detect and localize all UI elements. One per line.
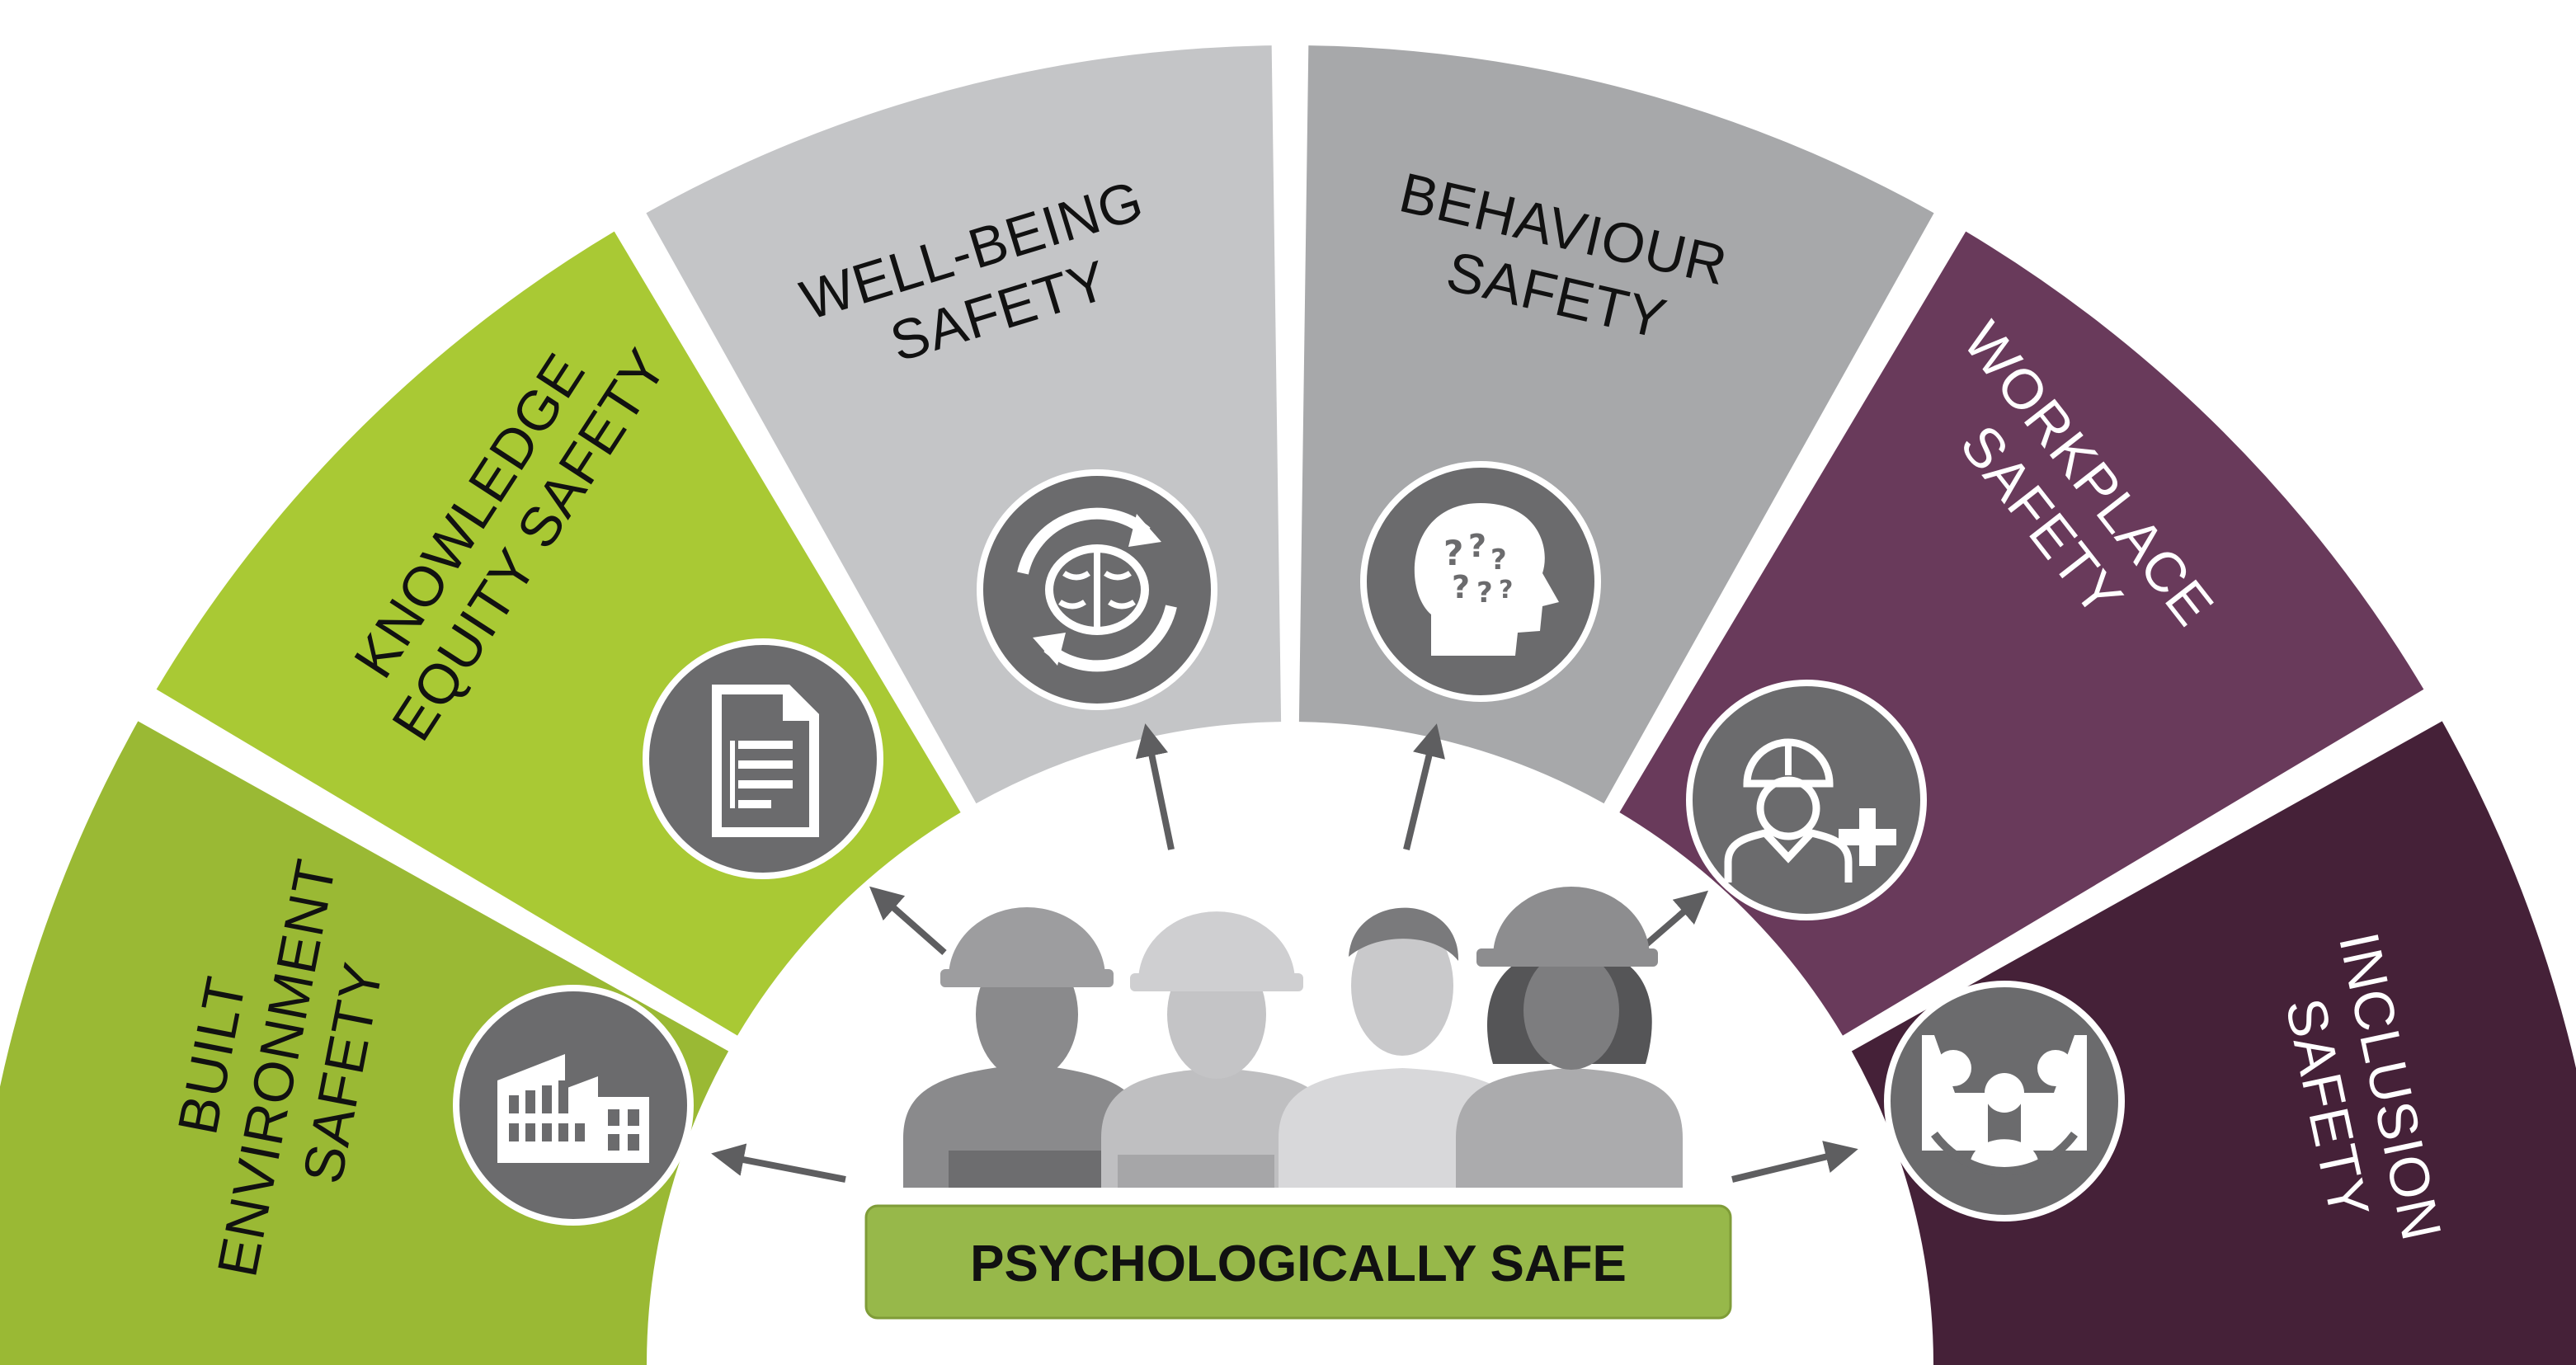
group-icon (1884, 981, 2125, 1221)
arrow-to-wellbeing (1135, 723, 1175, 850)
arrow-to-workplace (1639, 890, 1709, 952)
worker-figure-1 (903, 907, 1147, 1188)
arrow-to-behaviour (1403, 723, 1445, 850)
svg-text:?: ? (1452, 569, 1470, 605)
document-icon (643, 638, 883, 879)
arrow-to-built (711, 1143, 846, 1183)
svg-text:?: ? (1491, 544, 1507, 577)
worker-figure-4 (1456, 887, 1683, 1188)
four-workers-group (903, 887, 1683, 1188)
svg-text:?: ? (1443, 533, 1463, 573)
psychologically-safe-banner: PSYCHOLOGICALLY SAFE (864, 1204, 1732, 1320)
head-question-icon: ? ? ? ? ? ? (1360, 461, 1601, 702)
brain-cycle-icon (977, 469, 1217, 710)
worker-figure-2 (1101, 911, 1336, 1188)
arrow-to-knowledge (869, 886, 947, 955)
arrow-to-inclusion (1731, 1141, 1858, 1183)
svg-text:?: ? (1499, 576, 1513, 605)
banner-label: PSYCHOLOGICALLY SAFE (970, 1236, 1627, 1292)
svg-text:?: ? (1468, 528, 1486, 564)
worker-plus-icon (1686, 680, 1927, 920)
svg-text:?: ? (1476, 577, 1493, 610)
building-icon (453, 985, 694, 1226)
